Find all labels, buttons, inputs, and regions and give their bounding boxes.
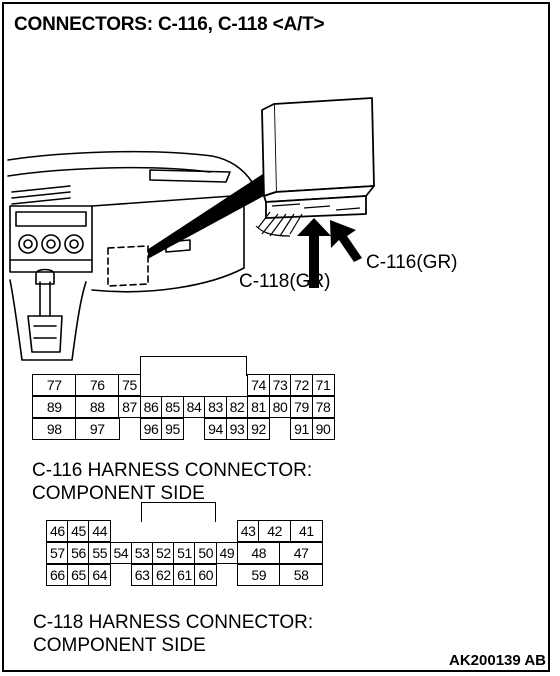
c118-terminal: 42 [258, 520, 292, 542]
c116-terminal: 87 [118, 396, 141, 418]
c118-terminal: 55 [88, 542, 112, 564]
c116-terminal: 74 [247, 374, 270, 396]
leader-wedge [148, 174, 266, 258]
c116-terminal: 77 [32, 374, 77, 396]
lower-dash-outline [91, 195, 245, 293]
c116-terminal: 75 [118, 374, 141, 396]
center-console-panel [9, 205, 93, 273]
c116-callout-label: C-116(GR) [366, 252, 458, 273]
c118-terminal: 49 [215, 542, 239, 564]
hvac-knob-center [41, 234, 61, 254]
c116-terminal: 76 [75, 374, 120, 396]
c116-terminal: 80 [268, 396, 292, 418]
c116-terminal: 86 [139, 396, 163, 418]
c118-arrow [297, 218, 331, 288]
hvac-knob-right [64, 234, 84, 254]
c116-terminal: 95 [161, 418, 184, 440]
c118-terminal: 57 [46, 542, 69, 564]
c118-caption-line2: COMPONENT SIDE [33, 635, 206, 656]
c118-terminal: 65 [67, 564, 90, 586]
c118-terminal: 56 [67, 542, 90, 564]
c118-terminal: 51 [173, 542, 196, 564]
c118-lock-key [141, 502, 216, 522]
c118-terminal: 44 [88, 520, 112, 542]
c116-terminal: 73 [268, 374, 292, 396]
c118-terminal: 53 [130, 542, 154, 564]
c116-terminal: 88 [75, 396, 120, 418]
figure-code: AK200139 AB [449, 652, 546, 669]
c116-terminal: 89 [32, 396, 77, 418]
c116-terminal: 72 [290, 374, 313, 396]
c116-terminal: 92 [247, 418, 270, 440]
c118-terminal: 61 [173, 564, 196, 586]
dashboard-top-outline [7, 150, 253, 183]
c116-terminal: 91 [290, 418, 313, 440]
tcm-unit [273, 97, 375, 193]
c116-terminal: 83 [204, 396, 227, 418]
c116-terminal: 94 [204, 418, 227, 440]
c118-terminal: 43 [236, 520, 260, 542]
shifter-gate [27, 315, 63, 353]
c116-terminal: 81 [247, 396, 270, 418]
c116-terminal: 82 [225, 396, 249, 418]
c118-terminal: 50 [194, 542, 218, 564]
c116-terminal: 79 [290, 396, 313, 418]
c116-terminal: 90 [311, 418, 335, 440]
c118-terminal: 47 [279, 542, 324, 564]
vent-slats [11, 185, 71, 205]
shift-lever [39, 281, 51, 317]
page-title: CONNECTORS: C-116, C-118 <A/T> [14, 14, 325, 35]
c116-caption-line1: C-116 HARNESS CONNECTOR: [32, 460, 313, 481]
c116-terminal: 71 [311, 374, 335, 396]
hvac-knob-left [18, 234, 38, 254]
c118-callout-label: C-118(GR) [239, 271, 331, 292]
c116-terminal: 78 [311, 396, 335, 418]
c116-terminal: 97 [75, 418, 120, 440]
c118-terminal: 58 [279, 564, 324, 586]
c116-caption-line2: COMPONENT SIDE [32, 483, 205, 504]
c116-lock-key [139, 356, 247, 376]
c118-terminal: 46 [46, 520, 69, 542]
c118-terminal: 62 [152, 564, 175, 586]
c118-terminal: 48 [236, 542, 281, 564]
c118-terminal: 54 [109, 542, 133, 564]
c116-terminal: 98 [32, 418, 77, 440]
figure-frame [2, 2, 550, 672]
shift-knob [35, 268, 55, 285]
c118-terminal: 64 [88, 564, 112, 586]
c118-terminal: 63 [130, 564, 154, 586]
c116-terminal: 93 [225, 418, 249, 440]
ecu-location-marker [107, 245, 149, 287]
c118-terminal: 45 [67, 520, 90, 542]
floor-console [9, 279, 87, 361]
c118-terminal: 60 [194, 564, 218, 586]
c118-terminal: 59 [236, 564, 281, 586]
c118-terminal: 52 [152, 542, 175, 564]
c116-arrow [330, 220, 362, 262]
c118-terminal: 66 [46, 564, 69, 586]
c116-terminal: 96 [139, 418, 163, 440]
audio-display [15, 211, 87, 227]
c116-terminal: 84 [182, 396, 206, 418]
c118-terminal: 41 [289, 520, 324, 542]
c118-caption-line1: C-118 HARNESS CONNECTOR: [33, 612, 314, 633]
c116-terminal: 85 [161, 396, 184, 418]
